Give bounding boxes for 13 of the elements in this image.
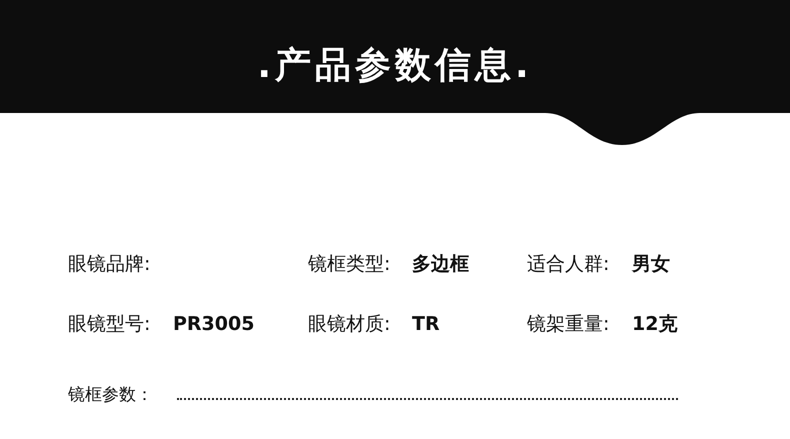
field-label: 镜框参数： bbox=[68, 384, 153, 407]
title: .产品参数信息. bbox=[256, 44, 534, 88]
field-label: 眼镜品牌: bbox=[68, 252, 150, 276]
field-value: TR bbox=[412, 312, 440, 336]
field-label: 镜架重量: bbox=[527, 312, 610, 336]
field-label: 眼镜型号: bbox=[68, 312, 150, 336]
field-label: 镜框类型: bbox=[308, 252, 390, 276]
field-value: 12克 bbox=[632, 312, 678, 336]
field-value: 多边框 bbox=[412, 252, 469, 276]
field-label: 适合人群: bbox=[527, 252, 610, 276]
field-label: 眼镜材质: bbox=[308, 312, 390, 336]
field-value: PR3005 bbox=[173, 312, 254, 336]
field-value: 男女 bbox=[632, 252, 670, 276]
